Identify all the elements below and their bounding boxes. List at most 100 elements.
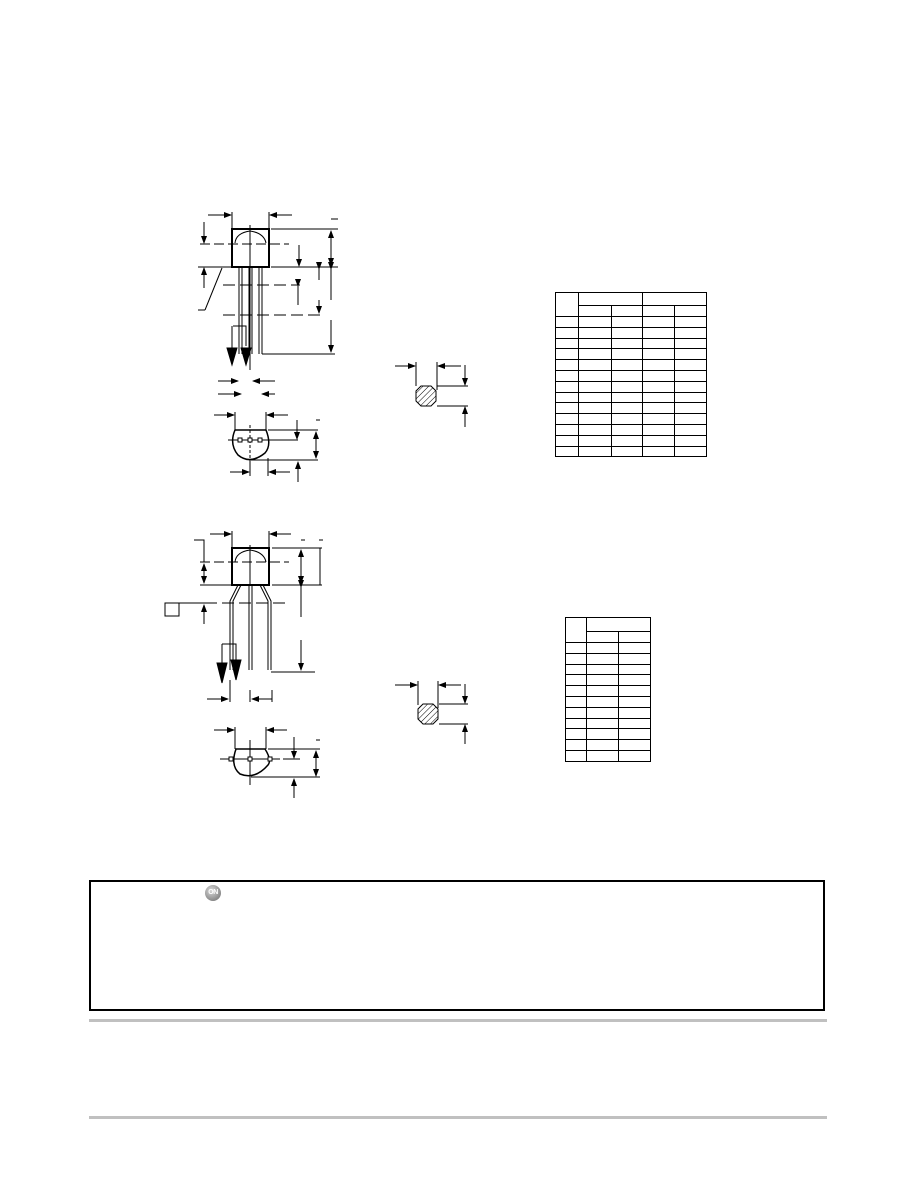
- table-cell: [618, 739, 651, 751]
- table-cell: [585, 642, 620, 654]
- table1-subheader: [577, 305, 612, 317]
- table-cell: [565, 642, 587, 654]
- table-cell: [610, 413, 644, 425]
- table-cell: [585, 685, 620, 697]
- table-cell: [565, 695, 587, 708]
- package-1-side-view: [198, 212, 338, 397]
- table-cell: [577, 369, 612, 382]
- table-cell: [585, 695, 620, 708]
- table-cell: [642, 402, 676, 415]
- table-cell: [618, 728, 651, 741]
- table-cell: [610, 316, 644, 328]
- table-cell: [555, 380, 579, 393]
- table-cell: [577, 348, 612, 361]
- table-cell: [577, 337, 612, 350]
- table-cell: [642, 348, 676, 361]
- table-cell: [618, 663, 651, 676]
- table-cell: [555, 423, 579, 436]
- table-cell: [610, 326, 644, 339]
- table1-header-group: [577, 292, 644, 306]
- table1-header-group: [642, 292, 707, 306]
- table-cell: [565, 685, 587, 697]
- table-cell: [555, 402, 579, 415]
- table-cell: [610, 380, 644, 393]
- package-1-bottom-view: [214, 412, 320, 482]
- table-row: [565, 739, 651, 751]
- table-cell: [674, 348, 707, 361]
- table-cell: [674, 445, 707, 458]
- table-cell: [565, 663, 587, 676]
- table-row: [565, 728, 651, 741]
- table1-subheader: [642, 305, 676, 317]
- table-row: [555, 434, 707, 447]
- table-cell: [674, 391, 707, 404]
- table2-header-row: [565, 617, 652, 643]
- table-cell: [585, 739, 620, 751]
- table-row: [555, 402, 707, 415]
- table-cell: [585, 728, 620, 741]
- table-cell: [618, 685, 651, 697]
- table-row: [555, 359, 707, 371]
- table-cell: [565, 739, 587, 751]
- table-cell: [585, 749, 620, 762]
- dimension-table-1: [555, 292, 707, 458]
- table1-subheader-row: [556, 305, 707, 317]
- table-cell: [642, 359, 676, 371]
- table-cell: [555, 326, 579, 339]
- table2-subheader: [585, 631, 620, 643]
- table1-subheader: [674, 305, 707, 317]
- table1-body: [555, 316, 707, 458]
- table-row: [555, 423, 707, 436]
- table-cell: [610, 337, 644, 350]
- dimension-table-2: [565, 617, 652, 762]
- table-cell: [555, 445, 579, 458]
- table-cell: [642, 326, 676, 339]
- table2-body: [565, 642, 651, 762]
- table-cell: [585, 706, 620, 719]
- table-cell: [642, 369, 676, 382]
- table2-header-group: [585, 617, 652, 632]
- table-cell: [618, 749, 651, 762]
- table-cell: [565, 706, 587, 719]
- table-cell: [642, 423, 676, 436]
- table-cell: [555, 348, 579, 361]
- table-row: [555, 316, 707, 328]
- table-cell: [577, 423, 612, 436]
- table-cell: [642, 445, 676, 458]
- table-cell: [555, 316, 579, 328]
- table-row: [555, 348, 707, 361]
- table-cell: [618, 652, 651, 665]
- table-cell: [642, 380, 676, 393]
- table1-subheader: [610, 305, 644, 317]
- table-cell: [610, 434, 644, 447]
- table-row: [555, 380, 707, 393]
- table-cell: [577, 434, 612, 447]
- table-row: [565, 695, 651, 708]
- package-2-lead-section: [395, 681, 468, 744]
- table-row: [565, 642, 651, 654]
- table-cell: [642, 391, 676, 404]
- table-row: [565, 663, 651, 676]
- table-cell: [618, 642, 651, 654]
- package-2-bottom-view: [214, 727, 320, 798]
- table-cell: [585, 663, 620, 676]
- table2-header-cell: [565, 617, 587, 643]
- table-cell: [555, 337, 579, 350]
- table-row: [565, 706, 651, 719]
- table-cell: [674, 369, 707, 382]
- table-cell: [577, 402, 612, 415]
- table-row: [565, 685, 651, 697]
- table-cell: [610, 423, 644, 436]
- table2-subheader-row: [566, 631, 651, 643]
- table-cell: [577, 445, 612, 458]
- table-row: [555, 369, 707, 382]
- table-cell: [674, 380, 707, 393]
- table-cell: [674, 359, 707, 371]
- table-cell: [565, 674, 587, 687]
- table-cell: [555, 434, 579, 447]
- footer-divider-top: [89, 1019, 827, 1022]
- table-cell: [674, 337, 707, 350]
- table-cell: [618, 706, 651, 719]
- table-cell: [577, 316, 612, 328]
